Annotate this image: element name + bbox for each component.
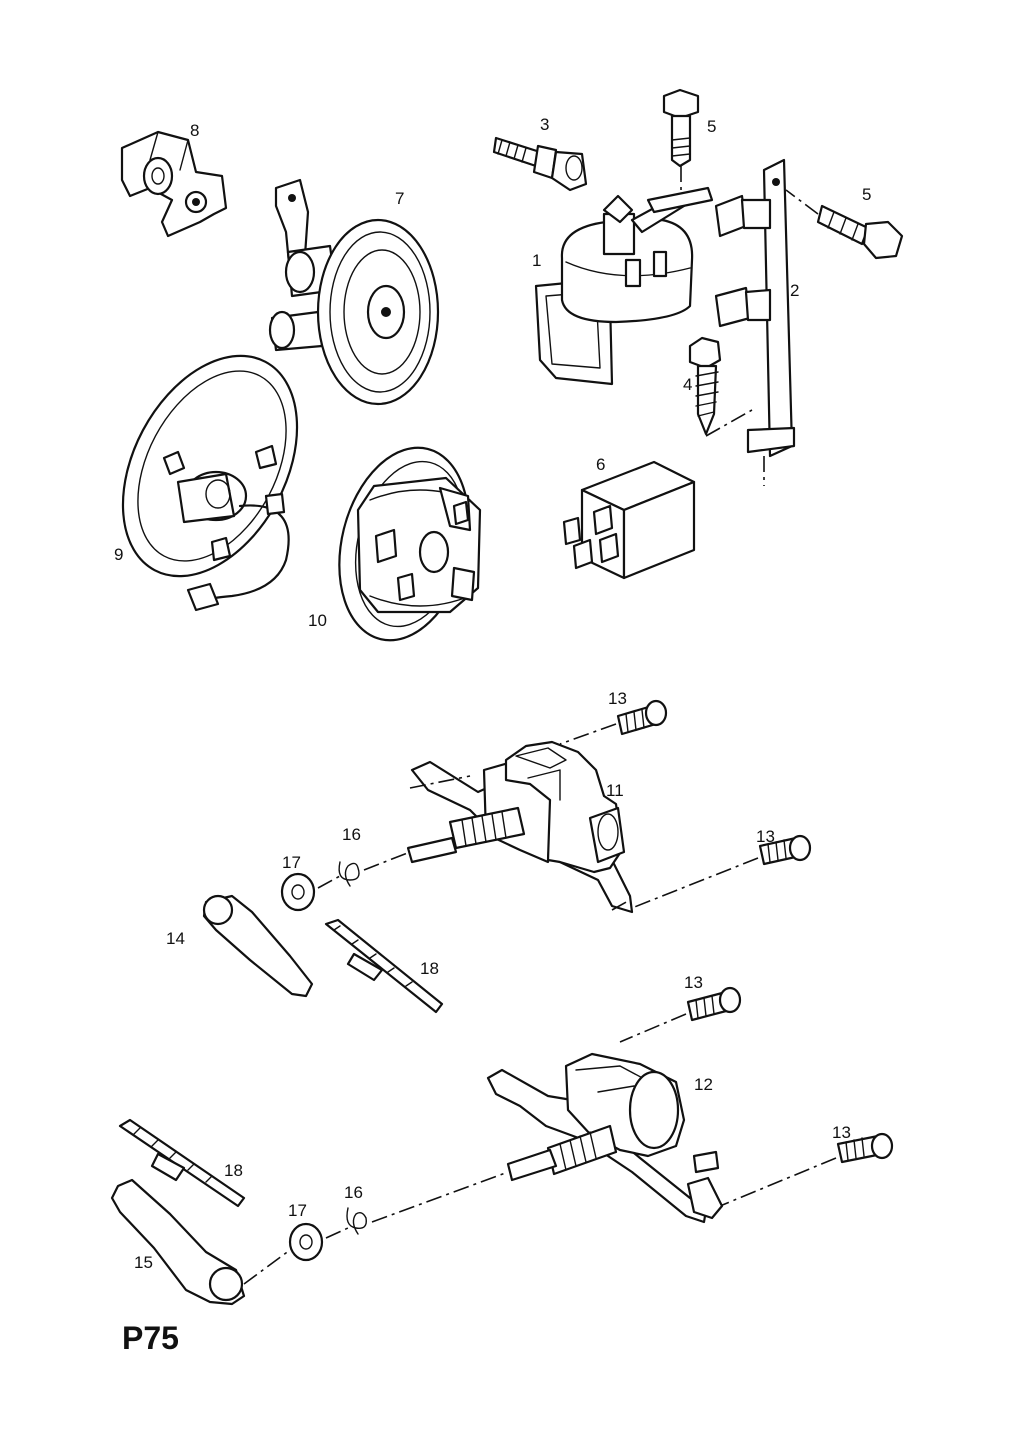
callout-17-lower: 17	[288, 1201, 307, 1220]
callout-18-lower: 18	[224, 1161, 243, 1180]
part-6-relay-drawing	[562, 460, 696, 580]
part-16-17-lower-clip-nut-drawing	[288, 1171, 509, 1262]
part-1-snail-horn-drawing	[534, 186, 714, 386]
callout-12: 12	[694, 1075, 713, 1094]
callout-15: 15	[134, 1253, 153, 1272]
part-3-stud-bolt-drawing	[492, 136, 588, 192]
part-4-screw-drawing	[688, 336, 753, 437]
part-7-disc-horn-drawing	[268, 178, 440, 406]
callout-14: 14	[166, 929, 185, 948]
part-18-upper-wiper-blade-drawing	[324, 918, 444, 1014]
part-2-horn-bracket-drawing	[714, 158, 796, 486]
callout-1: 1	[532, 251, 542, 270]
callout-6: 6	[596, 455, 606, 474]
part-5-hex-bolt-vertical-drawing	[662, 88, 700, 190]
callout-13-a: 13	[608, 689, 627, 708]
callout-5-top: 5	[707, 117, 717, 136]
callout-10: 10	[308, 611, 327, 630]
callout-8: 8	[190, 121, 200, 140]
part-5-hex-bolt-angled-drawing	[785, 189, 904, 260]
part-16-17-upper-clip-nut-drawing	[280, 851, 411, 912]
part-8-bracket-drawing	[120, 130, 228, 238]
part-10-horn-front-drawing	[338, 446, 482, 642]
callout-16-upper: 16	[342, 825, 361, 844]
part-18-lower-wiper-blade-drawing	[118, 1118, 246, 1208]
part-15-rear-wiper-arm-drawing	[110, 1178, 291, 1306]
callout-4: 4	[683, 375, 693, 394]
callout-11: 11	[606, 781, 624, 800]
part-14-wiper-arm-drawing	[202, 894, 314, 998]
part-12-rear-wiper-motor-drawing	[486, 1052, 724, 1224]
callout-3: 3	[540, 115, 550, 134]
part-11-wiper-motor-drawing	[406, 740, 634, 914]
callout-9: 9	[114, 545, 124, 564]
callout-13-b: 13	[756, 827, 775, 846]
callout-17-upper: 17	[282, 853, 301, 872]
callout-13-d: 13	[832, 1123, 851, 1142]
callout-18-upper: 18	[420, 959, 439, 978]
page-code: P75	[122, 1320, 179, 1356]
part-13-screw-drawings	[559, 699, 894, 1207]
part-9-horn-rear-wiring-drawing	[121, 354, 299, 612]
callout-2: 2	[790, 281, 800, 300]
callout-7: 7	[395, 189, 405, 208]
callout-5-right: 5	[862, 185, 872, 204]
callout-16-lower: 16	[344, 1183, 363, 1202]
callout-13-c: 13	[684, 973, 703, 992]
